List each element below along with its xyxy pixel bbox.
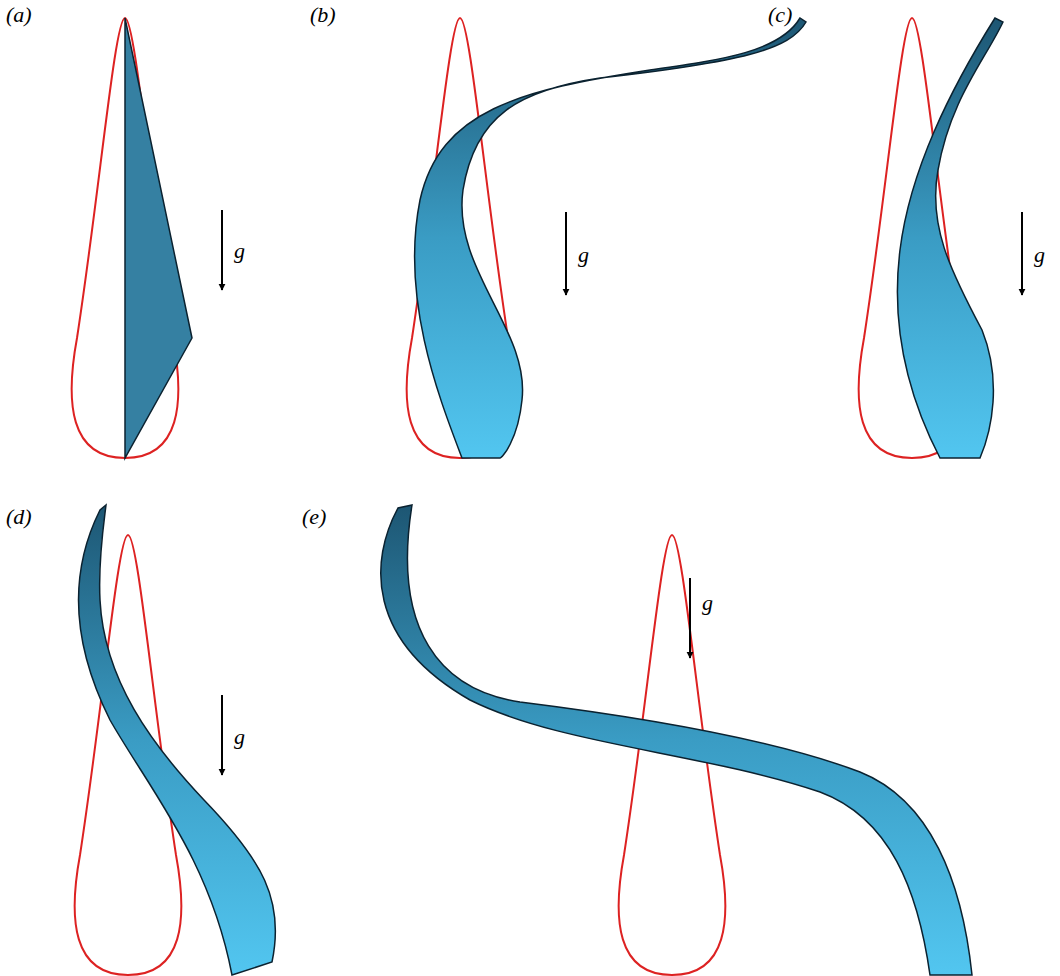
panel-label: (c) bbox=[768, 4, 792, 26]
gravity-label: g bbox=[1034, 244, 1045, 266]
gravity-arrow bbox=[222, 210, 1022, 775]
panel-label: (d) bbox=[6, 506, 32, 528]
panel-label: (b) bbox=[310, 4, 336, 26]
ribbon bbox=[79, 18, 1003, 975]
gravity-label: g bbox=[702, 592, 713, 614]
gravity-label: g bbox=[234, 726, 245, 748]
gravity-label: g bbox=[578, 244, 589, 266]
panel-label: (a) bbox=[6, 4, 32, 26]
gravity-label: g bbox=[234, 240, 245, 262]
teardrop-outline bbox=[72, 18, 966, 975]
panel-label: (e) bbox=[302, 506, 326, 528]
